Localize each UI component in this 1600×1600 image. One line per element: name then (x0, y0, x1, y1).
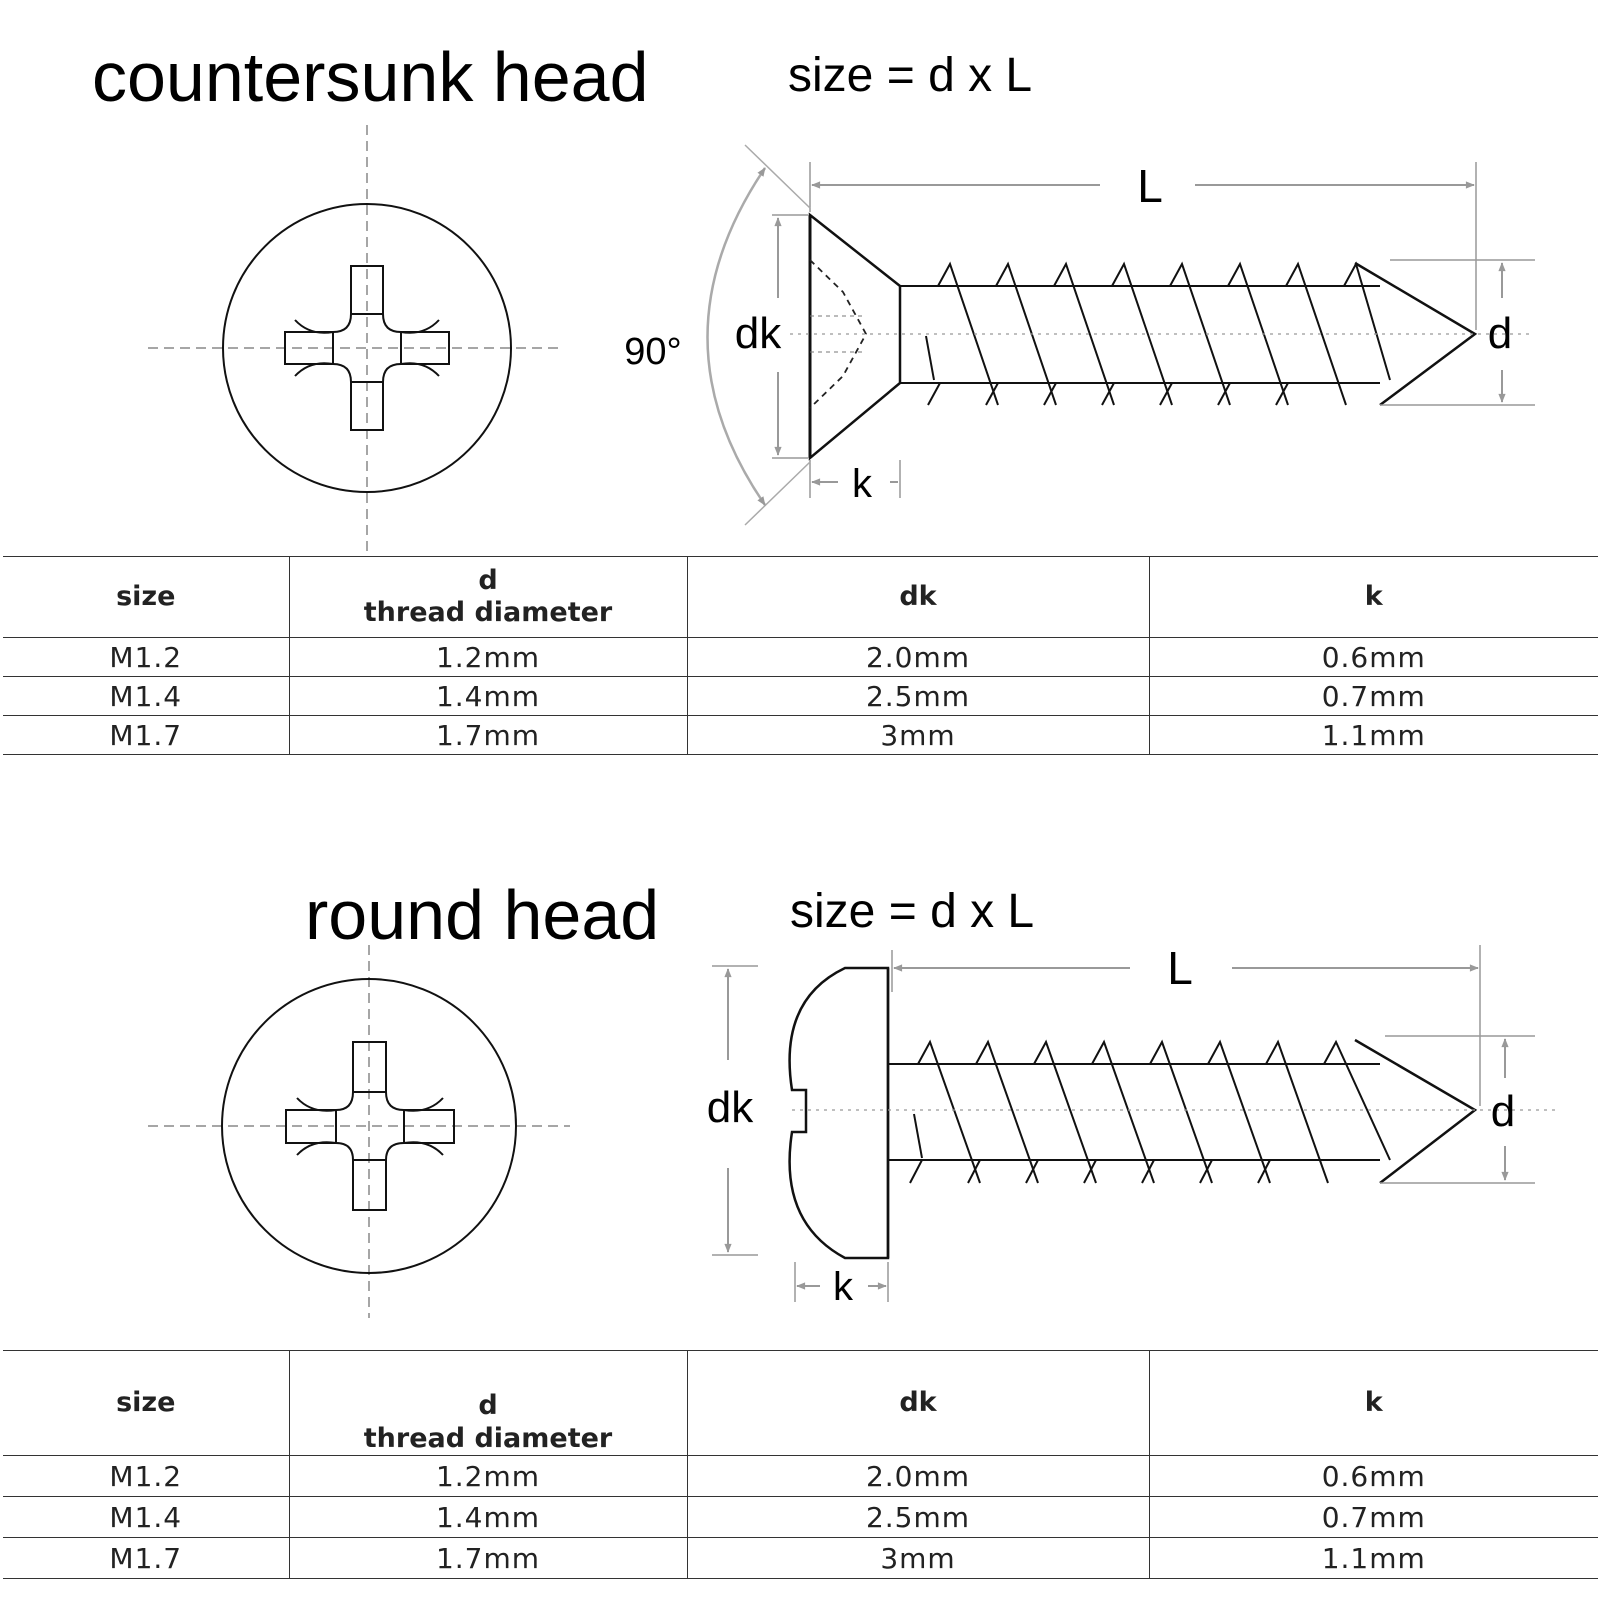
countersunk-head-diameter-label: dk (735, 309, 782, 358)
countersunk-angle-label: 90° (624, 331, 681, 373)
header-k: k (1148, 556, 1598, 638)
cell-dk: 3mm (686, 1537, 1150, 1579)
header-dk: dk (686, 556, 1150, 638)
cell-size: M1.4 (3, 1496, 290, 1538)
cell-d: 1.4mm (288, 1496, 688, 1538)
table-row: M1.4 1.4mm 2.5mm 0.7mm (3, 676, 1598, 716)
cell-d: 1.4mm (288, 676, 688, 716)
cell-d: 1.7mm (288, 715, 688, 755)
countersunk-length-label: L (1137, 160, 1163, 212)
cell-k: 0.6mm (1148, 637, 1598, 677)
countersunk-size-formula: size = d x L (788, 49, 1033, 102)
round-head-top-view (148, 945, 570, 1318)
cell-dk: 2.0mm (686, 1455, 1150, 1497)
header-d-description: thread diameter (363, 597, 613, 628)
cell-dk: 2.5mm (686, 1496, 1150, 1538)
phillips-recess-icon (284, 265, 450, 431)
header-d: d (478, 564, 498, 596)
cell-d: 1.2mm (288, 637, 688, 677)
countersunk-top-view (148, 125, 560, 552)
countersunk-diameter-label: d (1488, 309, 1512, 358)
table-row: M1.4 1.4mm 2.5mm 0.7mm (3, 1496, 1598, 1538)
header-size: size (3, 556, 290, 638)
table-row: M1.2 1.2mm 2.0mm 0.6mm (3, 1455, 1598, 1497)
round-size-formula: size = d x L (790, 885, 1035, 938)
header-size: size (3, 1350, 290, 1456)
round-head-side-view: L d dk k (707, 942, 1560, 1309)
phillips-recess-icon (285, 1041, 455, 1211)
round-head-height-label: k (833, 1265, 854, 1309)
cell-k: 0.6mm (1148, 1455, 1598, 1497)
cell-d: 1.7mm (288, 1537, 688, 1579)
countersunk-head-height-label: k (852, 462, 873, 506)
cell-dk: 3mm (686, 715, 1150, 755)
cell-d: 1.2mm (288, 1455, 688, 1497)
cell-size: M1.2 (3, 1455, 290, 1497)
cell-dk: 2.5mm (686, 676, 1150, 716)
cell-size: M1.7 (3, 1537, 290, 1579)
round-head-title: round head (305, 876, 660, 954)
countersunk-side-view: L d dk k 90° (624, 144, 1535, 526)
round-length-label: L (1167, 942, 1193, 994)
cell-k: 0.7mm (1148, 1496, 1598, 1538)
round-diameter-label: d (1491, 1087, 1515, 1136)
header-d: d (478, 1390, 498, 1422)
cell-k: 1.1mm (1148, 1537, 1598, 1579)
round-head-diameter-label: dk (707, 1083, 754, 1132)
cell-size: M1.7 (3, 715, 290, 755)
cell-k: 1.1mm (1148, 715, 1598, 755)
table-row: M1.2 1.2mm 2.0mm 0.6mm (3, 637, 1598, 677)
cell-size: M1.4 (3, 676, 290, 716)
table-row: M1.7 1.7mm 3mm 1.1mm (3, 1537, 1598, 1579)
thread-pattern (925, 261, 1391, 406)
thread-pattern (909, 1039, 1391, 1184)
countersunk-head-title: countersunk head (92, 38, 649, 116)
header-d-description: thread diameter (363, 1422, 613, 1454)
table-row: M1.7 1.7mm 3mm 1.1mm (3, 715, 1598, 755)
header-dk: dk (686, 1350, 1150, 1456)
cell-dk: 2.0mm (686, 637, 1150, 677)
cell-k: 0.7mm (1148, 676, 1598, 716)
header-k: k (1148, 1350, 1598, 1456)
cell-size: M1.2 (3, 637, 290, 677)
